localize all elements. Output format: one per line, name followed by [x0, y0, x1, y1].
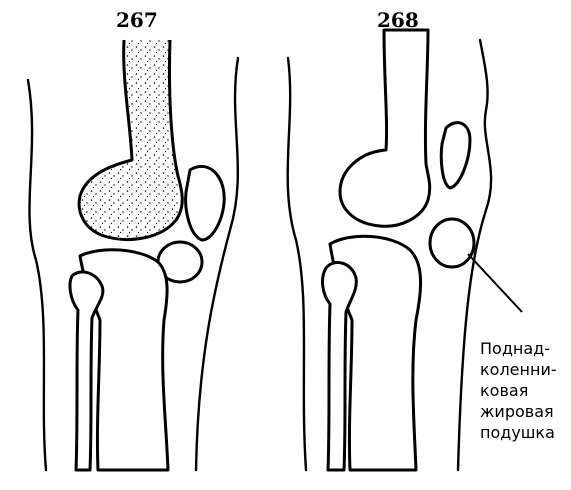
- figure-number-267: 267: [116, 10, 158, 30]
- callout-leader-line: [468, 254, 522, 312]
- callout-label: Поднад- коленни- ковая жировая подушка: [480, 338, 571, 443]
- figure-number-268: 268: [377, 10, 419, 30]
- callout-line: коленни-: [480, 359, 571, 380]
- patella: [441, 123, 470, 188]
- fat-pad: [430, 219, 474, 267]
- skin-outline-left: [28, 80, 46, 470]
- callout-line: ковая: [480, 380, 571, 401]
- patella: [186, 166, 225, 240]
- callout-line: жировая: [480, 401, 571, 422]
- skin-outline-left: [288, 58, 306, 470]
- callout-line: подушка: [480, 422, 571, 443]
- figure-267: [28, 40, 238, 470]
- femur-stipple: [79, 40, 182, 239]
- femur: [340, 30, 430, 226]
- callout-line: Поднад-: [480, 338, 571, 359]
